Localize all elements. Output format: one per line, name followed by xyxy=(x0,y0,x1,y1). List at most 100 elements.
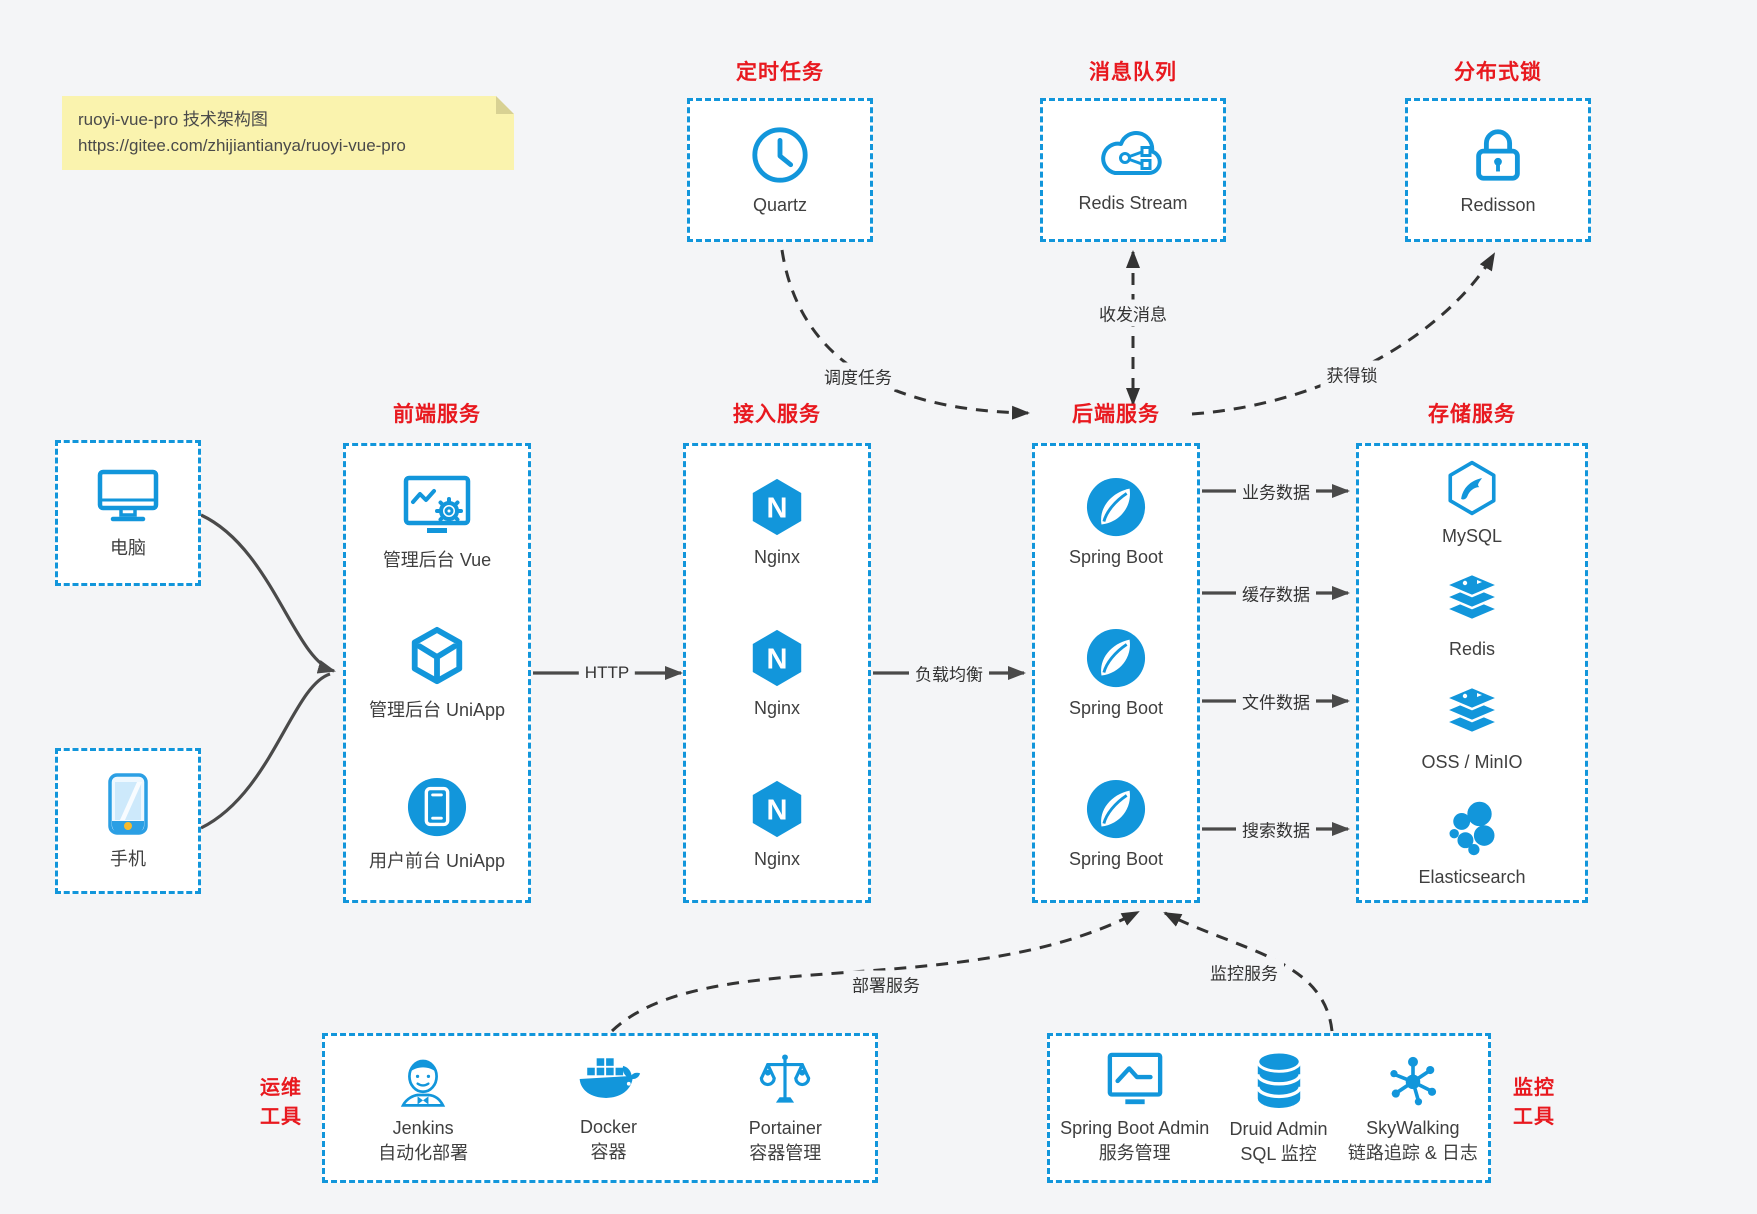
messages-label: 收发消息 xyxy=(1093,299,1173,327)
section-title-lock: 分布式锁 xyxy=(1454,61,1542,84)
phone-box: 手机 xyxy=(55,748,201,894)
redis-stream-node: Redis Stream xyxy=(1078,126,1188,214)
nginx-icon: N xyxy=(746,476,808,538)
spring-boot-label: Spring Boot xyxy=(1068,849,1164,870)
backend-box: Spring Boot Spring Boot Spring Boot xyxy=(1032,443,1200,903)
section-title-frontend: 前端服务 xyxy=(393,403,481,426)
storage-box: MySQL Redis OSS / MinIO Elasticsearch xyxy=(1356,443,1588,903)
svg-text:N: N xyxy=(767,492,788,524)
monitoring-tools-title: 监控 工具 xyxy=(1513,1077,1555,1128)
admin-vue-label: 管理后台 Vue xyxy=(382,549,492,570)
redisson-node: Redisson xyxy=(1460,124,1536,216)
nginx-icon: N xyxy=(746,778,808,840)
lock-box: Redisson xyxy=(1405,98,1591,242)
nginx-node: N Nginx xyxy=(686,778,868,870)
acquire-lock-arrow xyxy=(1191,252,1496,416)
quartz-node: Quartz xyxy=(749,124,811,216)
cache-data-label: 缓存数据 xyxy=(1236,579,1316,607)
schedule-label: 调度任务 xyxy=(818,362,898,390)
spring-icon xyxy=(1085,778,1147,840)
phone-icon xyxy=(105,772,151,836)
mysql-icon xyxy=(1443,459,1501,517)
spring-boot-node: Spring Boot xyxy=(1035,627,1197,719)
uniapp-cube-icon xyxy=(406,625,468,687)
timer-box: Quartz xyxy=(687,98,873,242)
portainer-icon xyxy=(756,1051,814,1109)
svg-text:N: N xyxy=(767,795,788,827)
spring-boot-label: Spring Boot xyxy=(1068,546,1164,567)
http-label: HTTP xyxy=(578,662,636,684)
note-fold-corner xyxy=(496,96,514,114)
admin-vue-icon xyxy=(401,473,473,537)
redis-label: Redis xyxy=(1448,638,1496,659)
cloud-stream-icon xyxy=(1095,126,1171,184)
oss-icon xyxy=(1440,685,1504,743)
elasticsearch-label: Elasticsearch xyxy=(1418,866,1526,887)
gateway-box: N Nginx N Nginx N Nginx xyxy=(683,443,871,903)
docker-icon xyxy=(574,1052,642,1108)
nginx-label: Nginx xyxy=(753,849,801,870)
pc-node: 电脑 xyxy=(96,467,160,560)
spring-icon xyxy=(1085,476,1147,538)
pc-label: 电脑 xyxy=(110,537,146,558)
pc-box: 电脑 xyxy=(55,440,201,586)
spring-icon xyxy=(1085,627,1147,689)
deploy-label: 部署服务 xyxy=(846,970,926,998)
oss-minio-node: OSS / MinIO xyxy=(1359,685,1585,773)
note-url: https://gitee.com/zhijiantianya/ruoyi-vu… xyxy=(78,136,406,156)
sba-icon xyxy=(1104,1051,1166,1109)
phone-node: 手机 xyxy=(105,772,151,871)
user-uniapp-label: 用户前台 UniApp xyxy=(368,851,506,872)
note-title: ruoyi-vue-pro 技术架构图 xyxy=(78,110,268,129)
sticky-note: ruoyi-vue-pro 技术架构图 https://gitee.com/zh… xyxy=(62,96,514,170)
nginx-node: N Nginx xyxy=(686,627,868,719)
redisson-label: Redisson xyxy=(1460,195,1536,215)
business-data-label: 业务数据 xyxy=(1236,477,1316,505)
redis-icon xyxy=(1440,572,1504,630)
jenkins-icon xyxy=(394,1051,452,1109)
spring-boot-node: Spring Boot xyxy=(1035,476,1197,568)
spring-boot-label: Spring Boot xyxy=(1068,697,1164,718)
oss-minio-label: OSS / MinIO xyxy=(1421,751,1523,772)
spring-boot-node: Spring Boot xyxy=(1035,778,1197,870)
ops-tools-title: 运维 工具 xyxy=(260,1077,302,1128)
druid-icon xyxy=(1252,1050,1306,1110)
redis-node: Redis xyxy=(1359,572,1585,660)
section-title-storage: 存储服务 xyxy=(1428,403,1516,426)
section-title-timer: 定时任务 xyxy=(736,61,824,84)
monitor-label: 监控服务 xyxy=(1204,958,1284,986)
acquire-lock-label: 获得锁 xyxy=(1320,360,1384,388)
elasticsearch-node: Elasticsearch xyxy=(1359,798,1585,888)
mysql-label: MySQL xyxy=(1441,525,1502,546)
mysql-node: MySQL xyxy=(1359,459,1585,547)
elasticsearch-icon xyxy=(1442,798,1502,858)
load-balance-label: 负载均衡 xyxy=(909,659,989,687)
desktop-icon xyxy=(96,467,160,525)
file-data-label: 文件数据 xyxy=(1236,687,1316,715)
quartz-label: Quartz xyxy=(752,195,808,215)
admin-uniapp-node: 管理后台 UniApp xyxy=(346,625,528,722)
nginx-node: N Nginx xyxy=(686,476,868,568)
padlock-icon xyxy=(1470,124,1526,186)
client-merge-arrows xyxy=(200,513,336,830)
mobile-label: 手机 xyxy=(110,848,146,869)
user-app-icon xyxy=(406,776,468,838)
frontend-box: 管理后台 Vue 管理后台 UniApp 用户前台 UniApp xyxy=(343,443,531,903)
section-title-backend: 后端服务 xyxy=(1072,403,1160,426)
nginx-label: Nginx xyxy=(753,546,801,567)
section-title-gateway: 接入服务 xyxy=(733,403,821,426)
